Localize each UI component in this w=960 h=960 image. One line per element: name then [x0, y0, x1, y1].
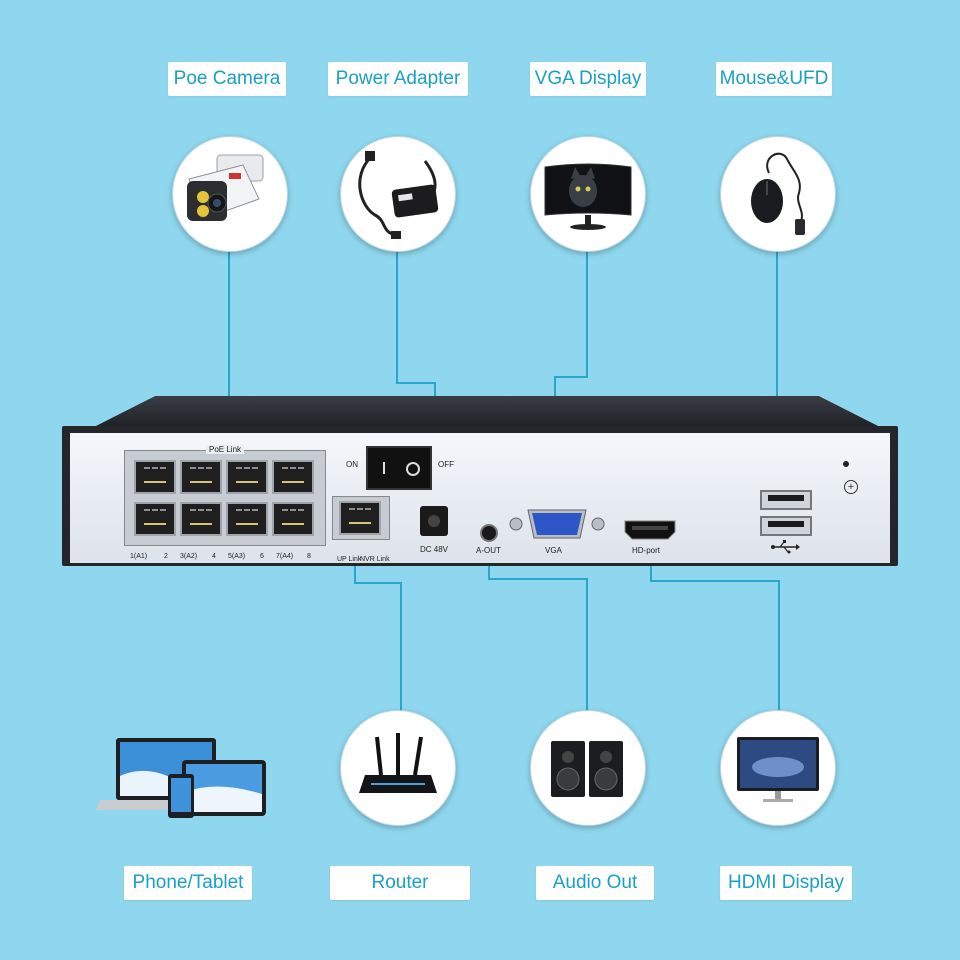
- dc-jack: [420, 506, 448, 536]
- hdmi-label: HD-port: [632, 546, 661, 555]
- poe-port-5: [226, 460, 268, 494]
- uplink-label: UP Link: [337, 556, 362, 563]
- switch-on-mark: [383, 462, 385, 474]
- switch-off-mark: [406, 462, 420, 476]
- dc-label: DC 48V: [420, 545, 449, 554]
- poe-camera-icon: [172, 136, 288, 252]
- wire-power-2: [396, 382, 436, 384]
- poe-link-label: PoE Link: [206, 445, 245, 454]
- wire-hdmi-2: [650, 580, 780, 582]
- port-number-7: 7(A4): [276, 553, 294, 560]
- vga-display-icon: [530, 136, 646, 252]
- audio-out-jack: [480, 524, 498, 542]
- router-icon: [340, 710, 456, 826]
- label-audio-out: Audio Out: [536, 866, 654, 900]
- poe-port-6: [226, 502, 268, 536]
- uplink-port: [339, 501, 381, 535]
- vga-port: [508, 508, 606, 540]
- nvr-link-label: NVR Link: [360, 556, 390, 563]
- vga-label: VGA: [545, 546, 562, 555]
- poe-port-8: [272, 502, 314, 536]
- port-number-6: 6: [260, 553, 264, 560]
- port-number-3: 3(A2): [180, 553, 198, 560]
- poe-port-4: [180, 502, 222, 536]
- label-phone-tablet: Phone/Tablet: [124, 866, 252, 900]
- usb-port-2: [760, 516, 812, 536]
- port-number-8: 8: [307, 553, 311, 560]
- reset-hole: [843, 461, 849, 467]
- label-mouse-ufd: Mouse&UFD: [716, 62, 832, 96]
- hdmi-monitor-icon: [720, 710, 836, 826]
- port-number-5: 5(A3): [228, 553, 246, 560]
- speakers-icon: [530, 710, 646, 826]
- usb-port-1: [760, 490, 812, 510]
- power-adapter-icon: [340, 136, 456, 252]
- wire-audio-2: [488, 578, 588, 580]
- nvr-top: [92, 396, 882, 428]
- wire-audio-3: [586, 578, 588, 712]
- wire-vga-1: [586, 246, 588, 378]
- wire-camera: [228, 246, 230, 458]
- switch-off-label: OFF: [438, 460, 454, 469]
- label-hdmi-display: HDMI Display: [720, 866, 852, 900]
- poe-port-1: [134, 460, 176, 494]
- port-number-2: 2: [164, 553, 168, 560]
- wire-hdmi-3: [778, 580, 780, 712]
- label-power-adapter: Power Adapter: [328, 62, 468, 96]
- label-vga-display: VGA Display: [530, 62, 646, 96]
- poe-port-2: [134, 502, 176, 536]
- usb-symbol-icon: [770, 540, 800, 554]
- wire-power-1: [396, 246, 398, 384]
- hdmi-port: [624, 520, 676, 540]
- wire-router-2: [354, 582, 402, 584]
- port-number-4: 4: [212, 553, 216, 560]
- label-router: Router: [330, 866, 470, 900]
- switch-on-label: ON: [346, 460, 358, 469]
- laptop-phone-tablet-icon: [96, 736, 268, 820]
- port-number-1: 1(A1): [130, 553, 148, 560]
- aout-label: A-OUT: [476, 546, 501, 555]
- poe-port-7: [272, 460, 314, 494]
- wire-usb: [776, 246, 778, 496]
- poe-port-3: [180, 460, 222, 494]
- wire-vga-2: [554, 376, 588, 378]
- ground-screw-icon: +: [844, 480, 858, 494]
- wire-router-3: [400, 582, 402, 712]
- power-switch: [366, 446, 432, 490]
- label-poe-camera: Poe Camera: [168, 62, 286, 96]
- mouse-icon: [720, 136, 836, 252]
